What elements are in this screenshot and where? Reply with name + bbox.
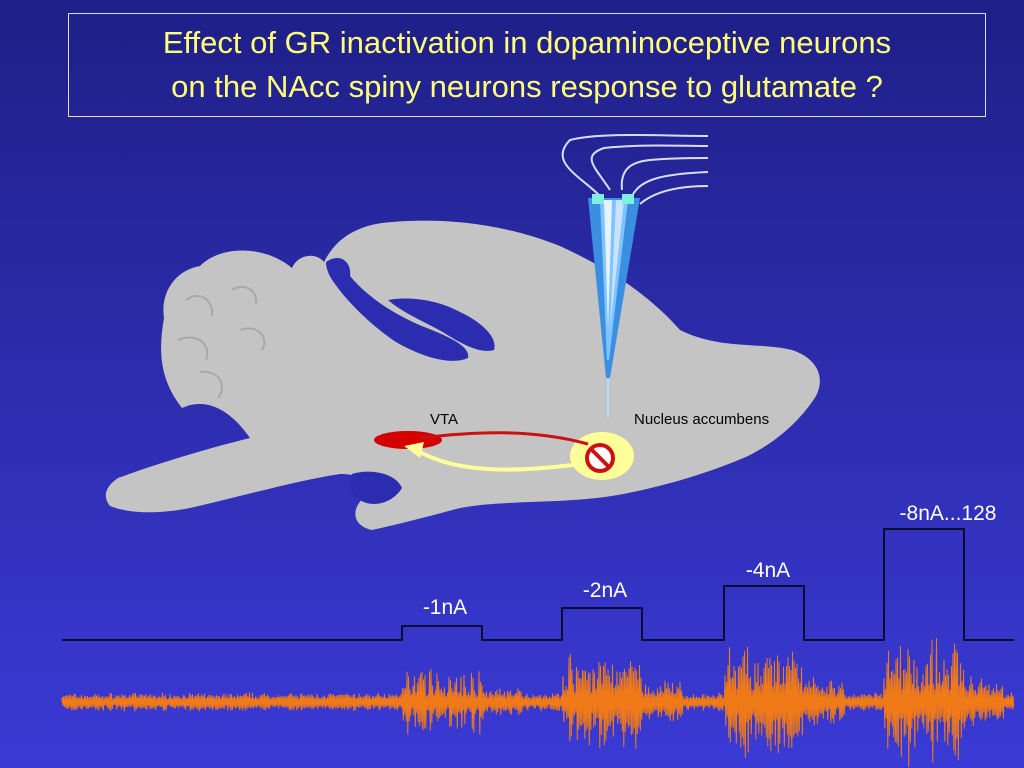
pulse-label-2: -2nA bbox=[583, 579, 627, 602]
electrode-lead-3 bbox=[620, 157, 709, 191]
barrel-1 bbox=[604, 200, 612, 330]
electrode-lead-2 bbox=[590, 144, 709, 191]
electrode-assembly bbox=[561, 134, 709, 418]
dopamine-pathway bbox=[419, 431, 589, 446]
cerebellum-folds bbox=[177, 285, 266, 399]
electrode-cap-right bbox=[622, 194, 634, 204]
arrowhead bbox=[404, 442, 424, 458]
no-entry-icon bbox=[585, 443, 615, 473]
return-pathway bbox=[419, 450, 581, 472]
vta-region bbox=[374, 431, 442, 449]
ventricle-lobe bbox=[388, 298, 495, 351]
nacc-label: Nucleus accumbens bbox=[634, 411, 769, 428]
firing-trace-path bbox=[61, 638, 1015, 768]
slide-title-line-2: on the NAcc spiny neurons response to gl… bbox=[171, 69, 883, 104]
vta-label: VTA bbox=[430, 411, 458, 428]
pulse-label-1: -1nA bbox=[423, 596, 467, 619]
slide-title-line-1: Effect of GR inactivation in dopaminocep… bbox=[162, 25, 892, 60]
firing-trace bbox=[61, 638, 1015, 768]
pulse-label-3: -4nA bbox=[746, 559, 790, 582]
electrode-lead-5 bbox=[639, 185, 709, 205]
current-step-trace bbox=[62, 528, 1014, 641]
ventricle bbox=[326, 257, 469, 361]
electrode-lead-1 bbox=[561, 134, 709, 197]
electrode-cap-left bbox=[592, 194, 604, 204]
brain-section bbox=[105, 220, 820, 530]
ventral-notch bbox=[350, 471, 402, 504]
title-box: Effect of GR inactivation in dopaminocep… bbox=[68, 13, 986, 117]
electrode-lead-4 bbox=[631, 171, 709, 197]
pulse-label-4: -8nA...128 bbox=[900, 502, 997, 525]
brain-outline bbox=[105, 220, 820, 530]
barrel-2 bbox=[610, 200, 624, 330]
